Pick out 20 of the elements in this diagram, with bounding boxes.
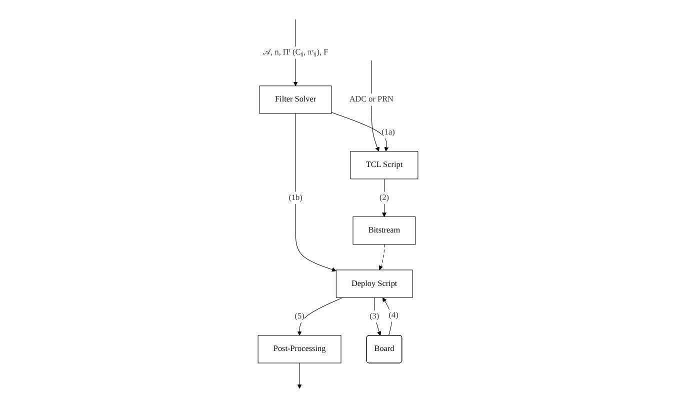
edge-label: (3) — [370, 312, 380, 321]
arrow — [297, 297, 344, 336]
edge-label: (4) — [388, 310, 398, 320]
arrow — [382, 297, 392, 336]
edge-label: ADC or PRN — [349, 95, 394, 104]
node-box: Bitstream — [352, 216, 416, 245]
node-box: TCL Script — [350, 151, 418, 180]
edge-label: (5) — [294, 312, 304, 321]
arrow — [378, 244, 384, 270]
node-box: Filter Solver — [259, 86, 332, 114]
edge-label: (2) — [379, 193, 390, 202]
node-box: Post-Processing — [258, 335, 342, 364]
edge-label: (1a) — [382, 128, 395, 137]
edge-label: 𝒜, n, Πᴵ (Cᵢⱼ, πᶜᵢⱼ), F — [262, 48, 328, 57]
node-box: Deploy Script — [336, 270, 413, 298]
arrow — [382, 178, 386, 217]
arrow — [297, 362, 302, 389]
edge-label: (1b) — [288, 193, 302, 202]
arrow — [295, 113, 336, 272]
arrow — [331, 112, 389, 152]
